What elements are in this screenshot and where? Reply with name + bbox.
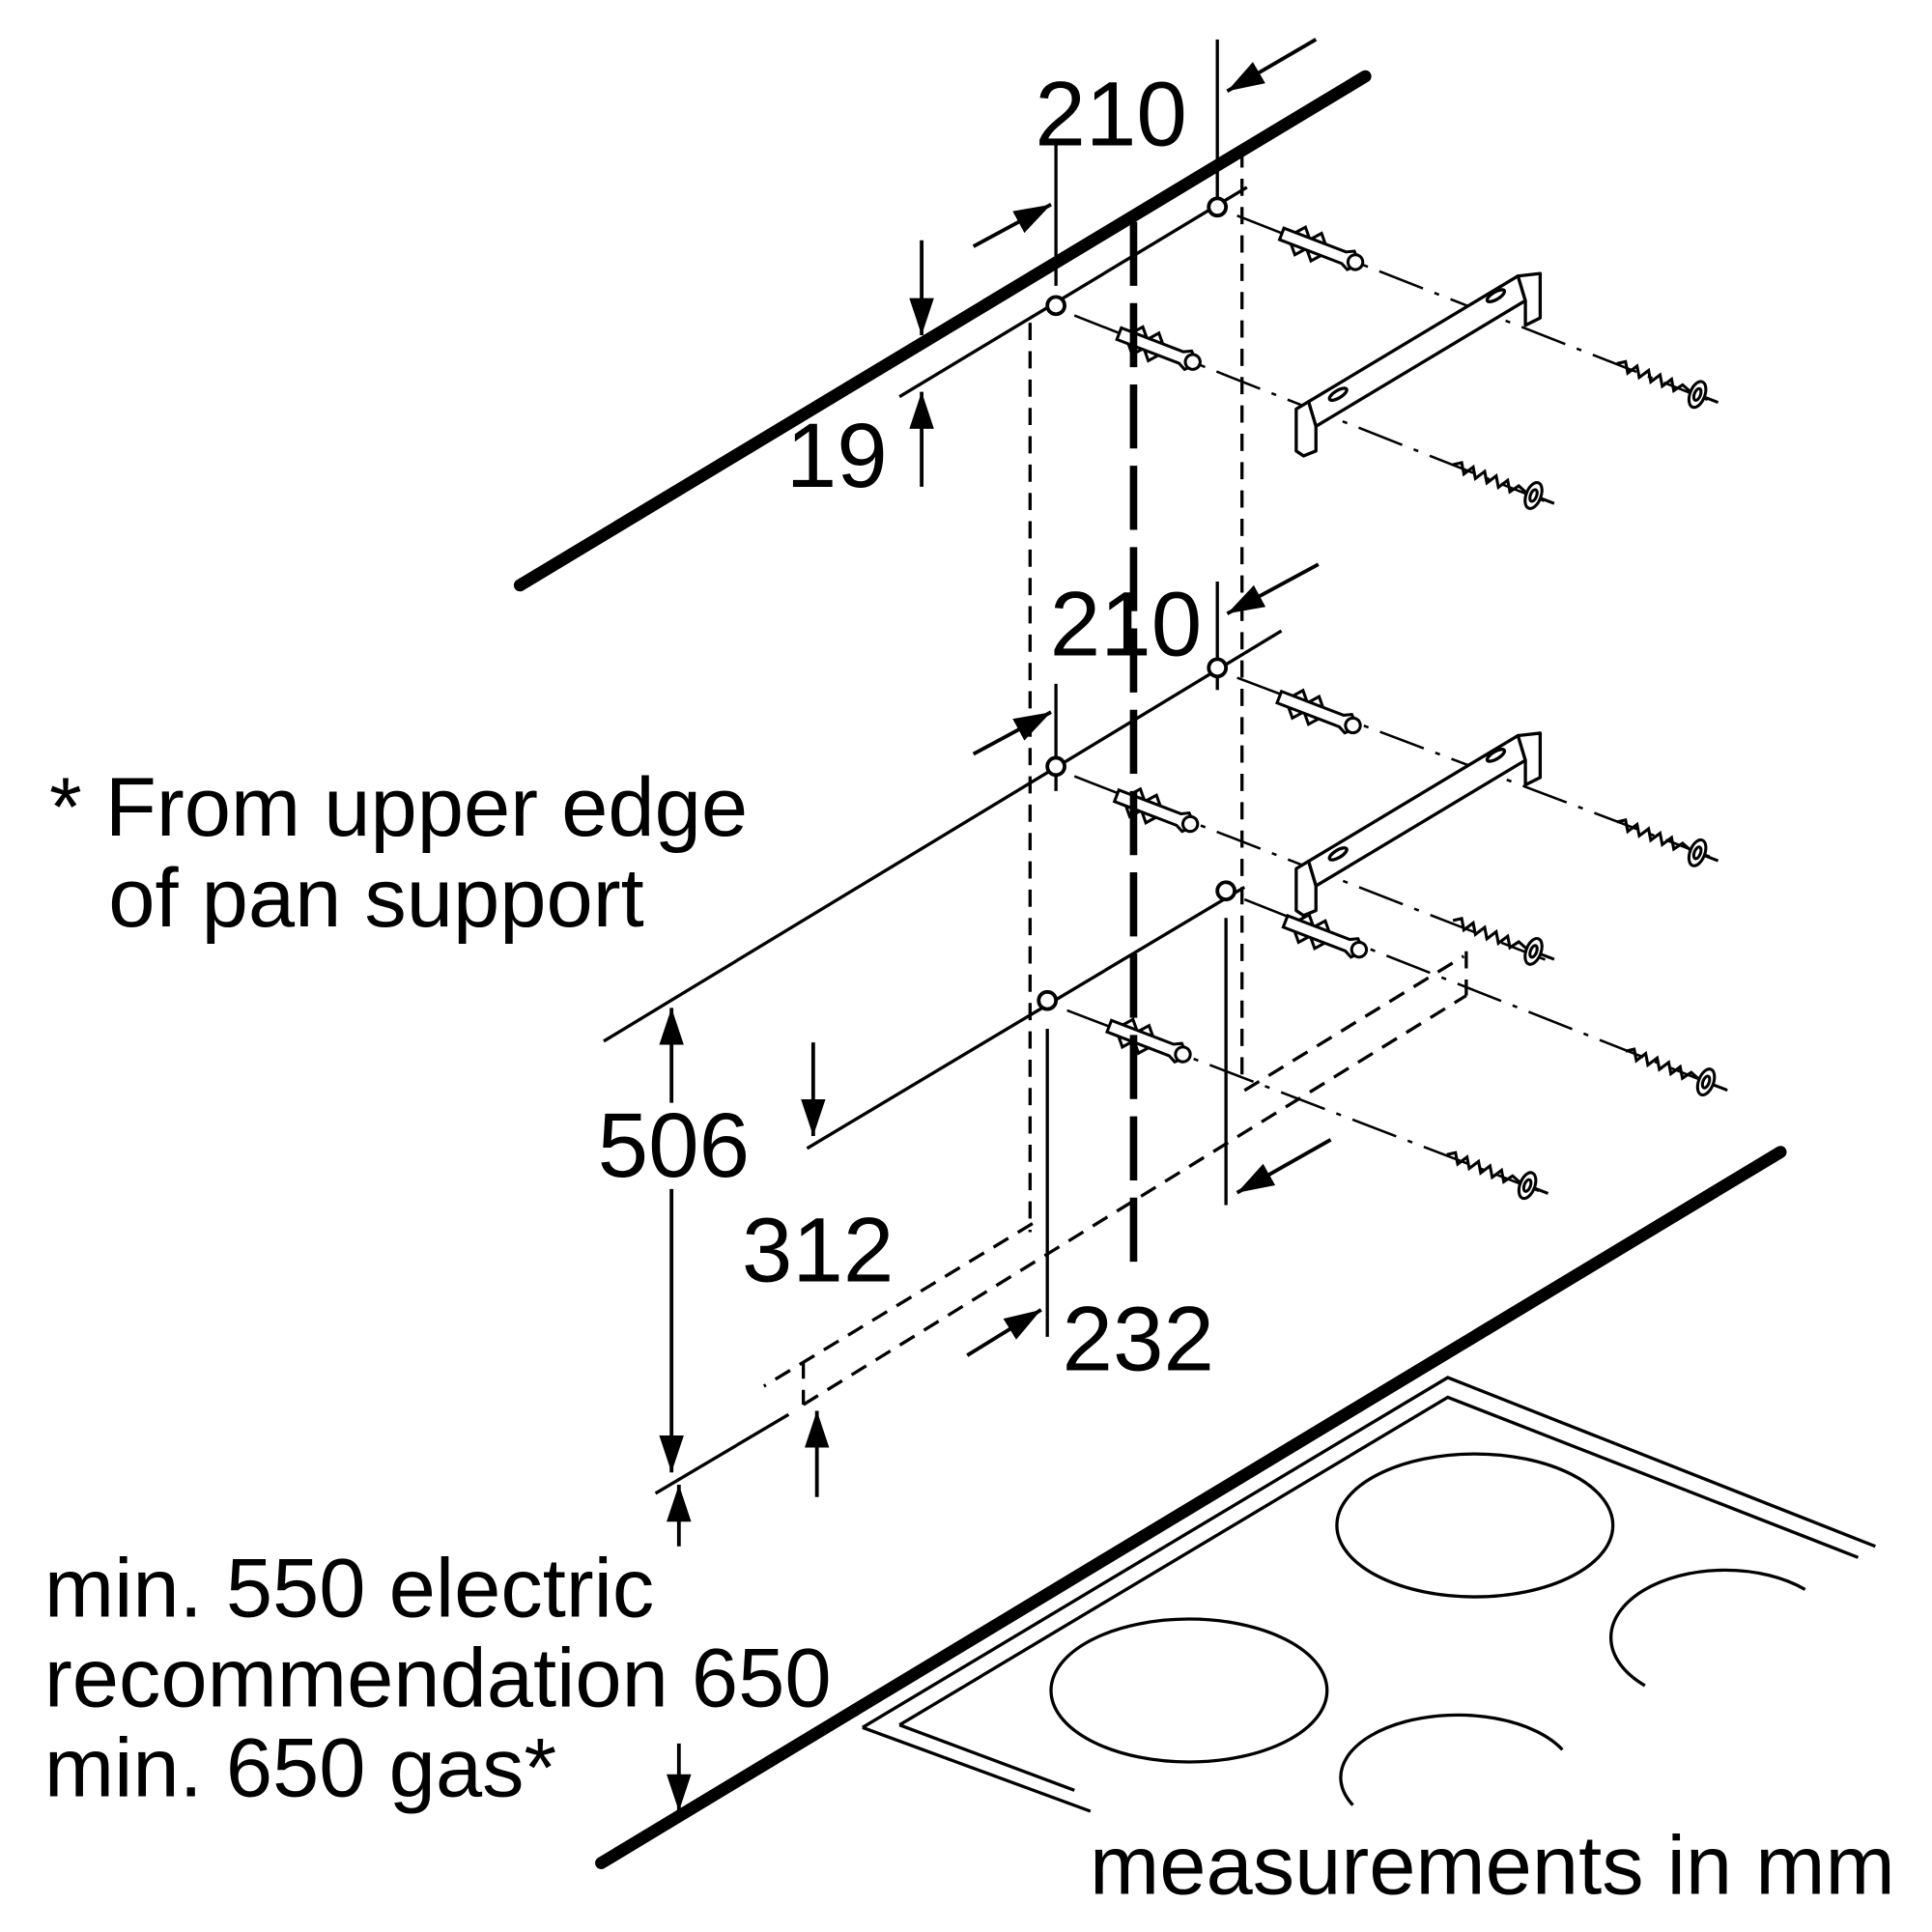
top-spacing-label: 210 — [1035, 65, 1186, 166]
dimension-arrow — [972, 710, 1052, 756]
wall-plug — [1102, 1010, 1197, 1073]
height-312-label: 312 — [742, 1201, 894, 1302]
dimension-arrow — [1226, 38, 1318, 94]
footnote-line-1: * From upper edge — [49, 760, 748, 854]
units-note: measurements in mm — [1090, 1818, 1895, 1912]
cooktop-burner — [1049, 1617, 1329, 1764]
cooktop-burner — [1335, 1452, 1615, 1599]
middle-spacing-label: 210 — [1050, 575, 1202, 676]
cooktop — [862, 1376, 1876, 1813]
wall-plug — [1272, 681, 1367, 744]
mounting-bracket — [1294, 731, 1543, 918]
clearance-line-3: min. 650 gas* — [44, 1721, 556, 1815]
top-offset-label: 19 — [786, 406, 888, 507]
footnote-line-2: of pan support — [108, 851, 643, 945]
upper-reference-edge — [513, 70, 1372, 592]
clearance-line-2: recommendation 650 — [44, 1632, 832, 1725]
cooktop-burner — [1608, 1568, 1806, 1688]
screw — [1610, 349, 1725, 417]
top-fixing-section — [898, 38, 1725, 518]
spacing-232-label: 232 — [1062, 1289, 1213, 1390]
cooktop-edge — [595, 1146, 1787, 1869]
screw — [1446, 450, 1561, 518]
height-506-label: 506 — [598, 1095, 750, 1197]
clearance-line-1: min. 550 electric — [44, 1541, 654, 1634]
height-dimensions — [654, 1008, 830, 1811]
screw — [1619, 1037, 1734, 1104]
wall-plug — [1109, 780, 1205, 842]
drill-hole — [1207, 657, 1229, 679]
screw — [1610, 808, 1725, 875]
drill-hole — [1037, 989, 1059, 1011]
middle-fixing-section — [603, 562, 1725, 1043]
wall-plug — [1112, 318, 1207, 381]
dimension-arrow — [972, 203, 1052, 248]
drill-hole — [1045, 295, 1066, 317]
drill-hole — [1207, 196, 1229, 218]
drill-hole — [1215, 880, 1236, 902]
hood-outline — [762, 150, 1468, 1406]
drill-hole — [1045, 755, 1066, 778]
cooktop-burner — [1339, 1713, 1564, 1806]
wall-plug — [1274, 218, 1370, 280]
wall-plug — [1278, 906, 1374, 968]
dimension-arrow — [966, 1308, 1042, 1357]
screw — [1440, 1140, 1555, 1208]
dimension-arrow — [1236, 1138, 1332, 1195]
mounting-bracket — [1294, 271, 1543, 458]
lower-fixing-section — [801, 880, 1734, 1357]
